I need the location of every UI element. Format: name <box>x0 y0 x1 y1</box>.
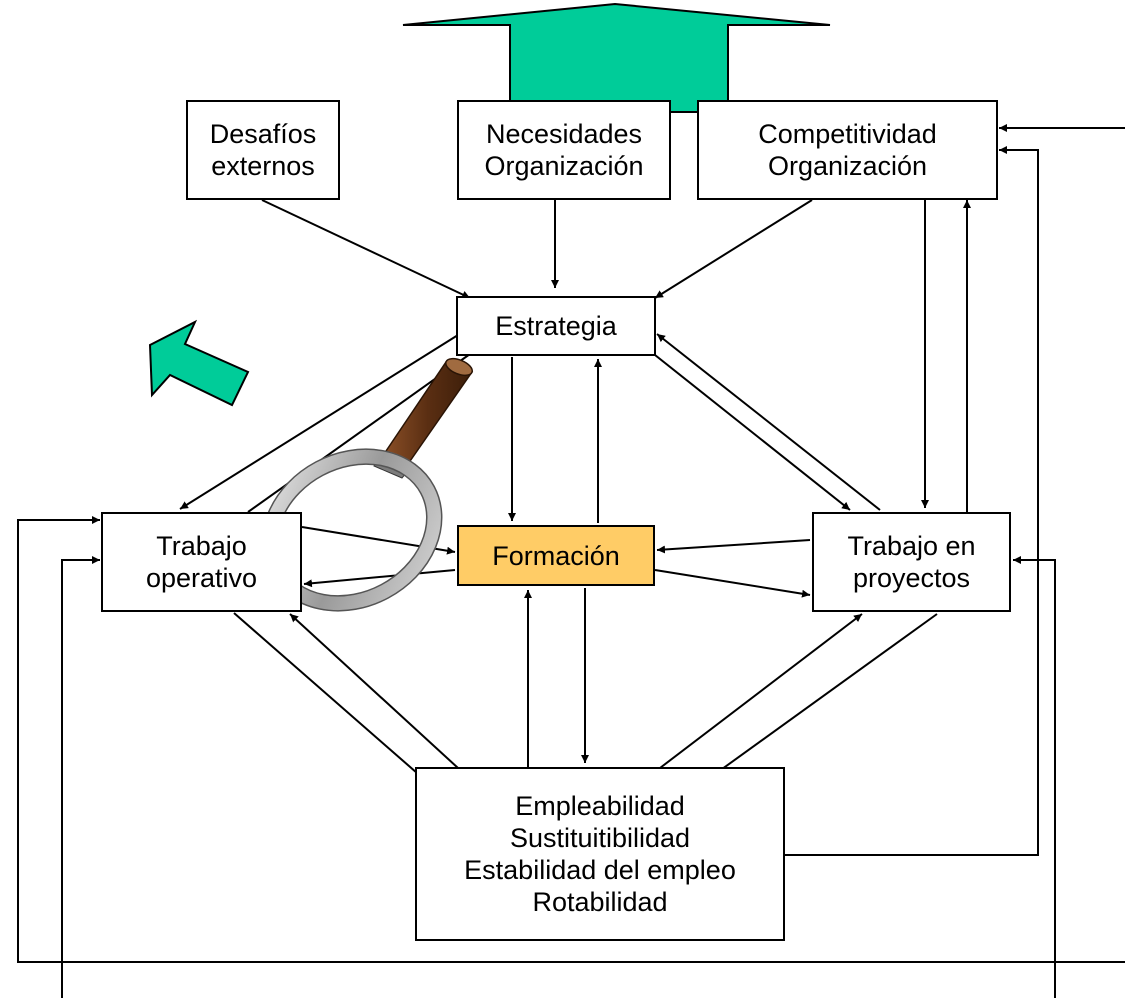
loop-bottom-to-proyectos <box>1013 556 1056 998</box>
node-estrategia-label: Estrategia <box>495 311 617 341</box>
node-necesidades-line-2: Organización <box>484 151 644 181</box>
edge-competitividad-estrategia <box>654 199 813 299</box>
edge-formacion-operativo <box>303 569 456 588</box>
diagonal-arrow-icon <box>148 319 250 407</box>
loop-empleabilidad-competitividad <box>785 146 1039 856</box>
node-operativo-line-1: Trabajo <box>156 531 247 561</box>
edge-operativo-empleabilidad <box>233 612 426 781</box>
edge-desafios-estrategia <box>261 199 471 299</box>
edge-proyectos-estrategia <box>656 333 881 511</box>
loop-operativo-inner <box>61 556 100 998</box>
node-formacion-label: Formación <box>492 540 620 571</box>
node-competitividad-line-1: Competitividad <box>758 119 937 149</box>
node-trabajo-proyectos: Trabajo en proyectos <box>812 512 1011 612</box>
node-empleabilidad-line-2: Sustituitibilidad <box>509 823 691 853</box>
node-desafios-externos: Desafíos externos <box>186 100 340 200</box>
node-trabajo-operativo: Trabajo operativo <box>101 512 302 612</box>
node-empleabilidad-line-1: Empleabilidad <box>515 791 685 821</box>
node-competitividad-organizacion: Competitividad Organización <box>697 100 998 200</box>
big-up-arrow-icon <box>402 2 831 113</box>
node-formacion: Formación <box>457 525 655 586</box>
node-estrategia: Estrategia <box>456 296 656 356</box>
node-necesidades-line-1: Necesidades <box>485 119 643 149</box>
edge-empleabilidad-operativo <box>289 613 459 769</box>
edge-estrategia-proyectos <box>654 354 851 511</box>
node-proyectos-line-2: proyectos <box>852 563 971 593</box>
edge-proyectos-empleabilidad <box>692 613 938 791</box>
node-competitividad-line-2: Organización <box>767 151 928 181</box>
node-empleabilidad-line-4: Rotabilidad <box>532 887 668 917</box>
edge-proyectos-formacion <box>656 539 811 554</box>
node-proyectos-line-1: Trabajo en <box>847 531 976 561</box>
node-desafios-line-1: Desafíos <box>209 119 317 149</box>
edge-formacion-proyectos <box>654 569 811 598</box>
node-empleabilidad: Empleabilidad Sustituitibilidad Estabili… <box>415 767 785 941</box>
node-desafios-line-2: externos <box>211 151 315 181</box>
loop-operativo-outer <box>17 516 1125 963</box>
node-necesidades-organizacion: Necesidades Organización <box>457 100 671 200</box>
node-operativo-line-2: operativo <box>145 563 258 593</box>
edge-estrategia-operativo <box>179 334 459 510</box>
edge-empleabilidad-proyectos <box>659 613 863 769</box>
node-empleabilidad-line-3: Estabilidad del empleo <box>464 855 736 885</box>
